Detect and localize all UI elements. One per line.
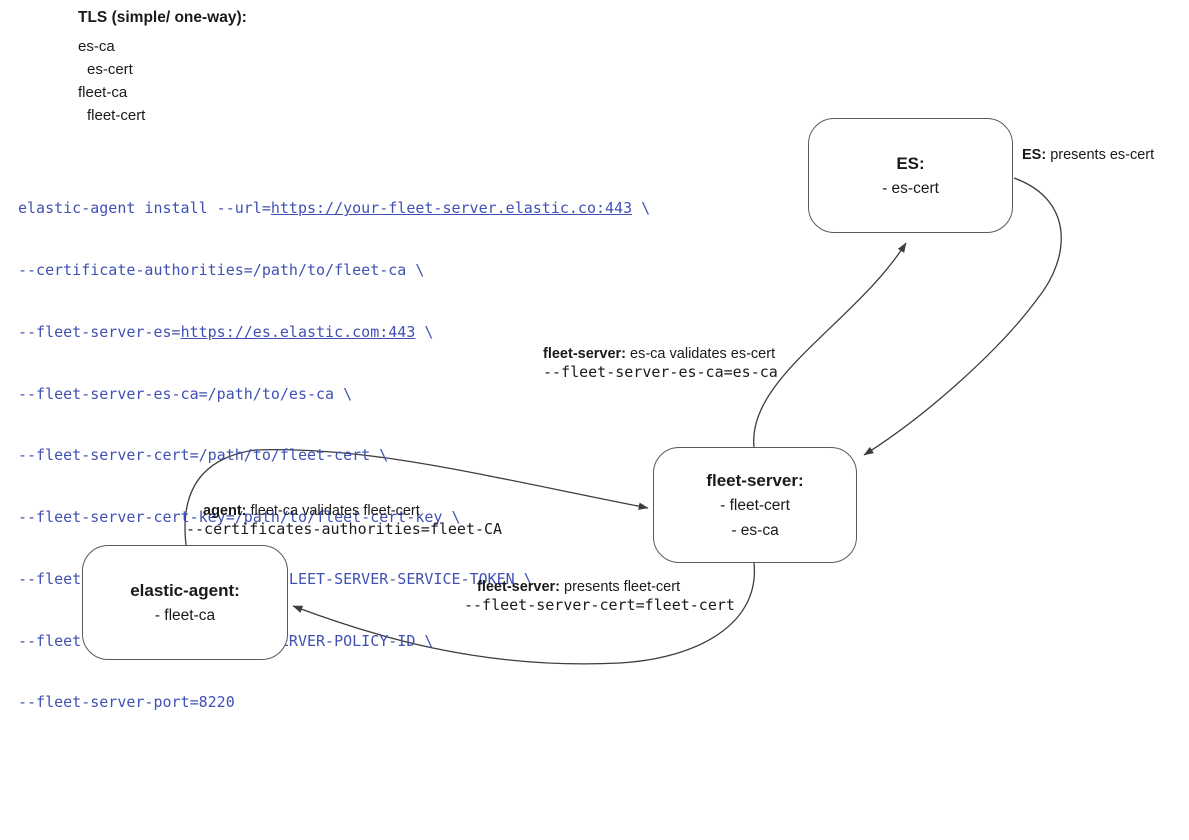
tls-legend-item: fleet-cert [87, 107, 146, 124]
edge-label-agent-validates: agent: fleet-ca validates fleet-cert --c… [186, 502, 502, 539]
code-text: --fleet-server-port=8220 [18, 693, 235, 712]
edge-label-code: --fleet-server-es-ca=es-ca [543, 363, 778, 381]
edge-label-bold: fleet-server: [543, 346, 627, 362]
code-link: https://your-fleet-server.elastic.co:443 [270, 199, 633, 218]
node-fleet-server-item: - fleet-cert [720, 496, 790, 514]
edge-label-bold: ES: [1022, 147, 1047, 163]
edge-label-code: --certificates-authorities=fleet-CA [186, 520, 503, 538]
tls-legend-title: TLS (simple/ one-way): [78, 9, 247, 26]
node-elastic-agent-title: elastic-agent: [130, 580, 240, 600]
edge-label-text: fleet-server: presents fleet-cert [464, 578, 735, 596]
edge-label-code: --fleet-server-cert=fleet-cert [464, 596, 735, 614]
edge-label-rest: presents es-cert [1046, 147, 1155, 163]
edge-label-bold: agent: [203, 503, 247, 519]
edge-label-fleet-server-presents: fleet-server: presents fleet-cert --flee… [464, 578, 735, 615]
code-text: --fleet-server-cert=/path/to/fleet-cert … [18, 446, 389, 465]
edge-label-text: ES: presents es-cert [1022, 146, 1154, 164]
code-text: --certificate-authorities=/path/to/fleet… [18, 260, 425, 279]
code-text: \ [632, 199, 651, 218]
edge-label-fleet-server-validates: fleet-server: es-ca validates es-cert --… [543, 345, 778, 382]
tls-legend: TLS (simple/ one-way): es-ca es-cert fle… [78, 6, 247, 127]
edge-label-text: fleet-server: es-ca validates es-cert [543, 345, 778, 363]
code-line: --fleet-server-es=https://es.elastic.com… [18, 322, 650, 343]
edge-label-bold: fleet-server: [477, 579, 561, 595]
edge-es-to-fleet-server [863, 177, 1062, 456]
node-elastic-agent: elastic-agent: - fleet-ca [82, 545, 288, 660]
code-text: --fleet-server-cert-key=/path/to/fleet-c… [18, 508, 461, 527]
edge-label-text: agent: fleet-ca validates fleet-cert [186, 502, 502, 520]
node-elastic-agent-item: - fleet-ca [154, 606, 216, 624]
install-command-code: elastic-agent install --url=https://your… [18, 157, 650, 754]
code-line: --fleet-server-cert=/path/to/fleet-cert … [18, 445, 650, 466]
edge-elastic-agent-to-fleet-server [184, 448, 649, 546]
tls-legend-item: fleet-ca [78, 84, 128, 101]
edge-fleet-server-to-elastic-agent [292, 562, 755, 665]
code-link: https://es.elastic.com:443 [180, 322, 416, 341]
code-text: --fleet-server-es= [18, 322, 181, 341]
code-text: elastic-agent install --url= [18, 199, 271, 218]
node-es-item: - es-cert [882, 179, 939, 197]
node-es-title: ES: [896, 153, 925, 173]
code-line: --fleet-server-port=8220 [18, 692, 650, 713]
edge-fleet-server-to-es [753, 242, 907, 448]
tls-legend-item: es-cert [87, 61, 133, 78]
node-fleet-server-item: - es-ca [731, 521, 779, 539]
code-line: --fleet-server-es-ca=/path/to/es-ca \ [18, 384, 650, 405]
tls-legend-item: es-ca [78, 38, 115, 55]
edge-label-rest: presents fleet-cert [560, 579, 681, 595]
edge-label-rest: es-ca validates es-cert [626, 346, 776, 362]
node-fleet-server-title: fleet-server: [706, 470, 804, 490]
code-line: --certificate-authorities=/path/to/fleet… [18, 260, 650, 281]
edge-label-rest: fleet-ca validates fleet-cert [246, 503, 420, 519]
code-text: --fleet-server-es-ca=/path/to/es-ca \ [18, 384, 353, 403]
node-es: ES: - es-cert [808, 118, 1013, 233]
code-line: elastic-agent install --url=https://your… [18, 198, 650, 219]
code-line: --fleet-server-cert-key=/path/to/fleet-c… [18, 507, 650, 528]
code-text: \ [415, 322, 434, 341]
node-fleet-server: fleet-server: - fleet-cert - es-ca [653, 447, 857, 563]
edge-label-es-presents: ES: presents es-cert [1022, 146, 1154, 164]
